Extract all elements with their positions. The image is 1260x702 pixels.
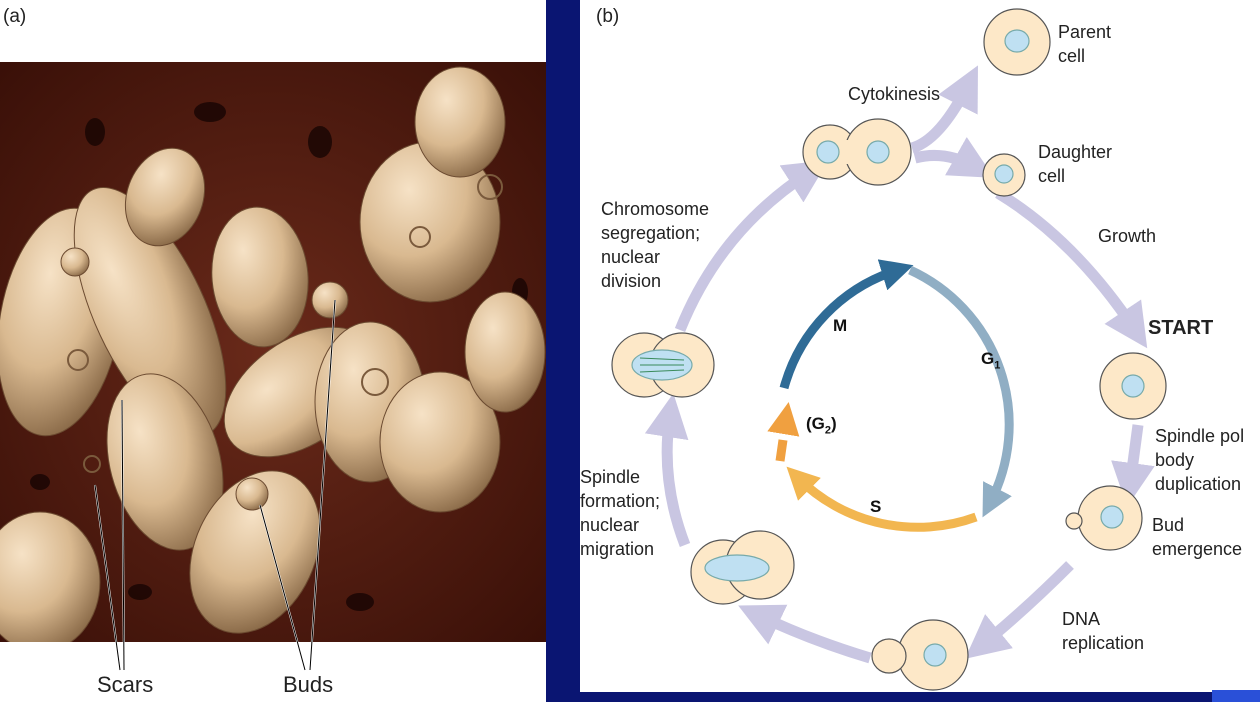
phase-g2-label: (G2): [806, 414, 837, 437]
outer-cycle-arrows: [644, 65, 1155, 664]
daughter-cell-label: Daughter cell: [1038, 142, 1113, 186]
growth-label: Growth: [1098, 226, 1157, 246]
phase-g1-label: G1: [981, 349, 1001, 372]
yeast-micrograph: [0, 62, 546, 642]
scars-label: Scars: [97, 672, 154, 697]
phase-m-label: M: [833, 316, 848, 335]
panel-b-label: (b): [596, 6, 620, 27]
inner-phase-arrows: [767, 259, 1014, 532]
start-label: START: [1148, 317, 1214, 339]
buds-label: Buds: [283, 672, 334, 697]
cytokinesis-label: Cytokinesis: [848, 84, 941, 104]
dna-replication-label: DNA replication: [1062, 609, 1145, 653]
panel-a-label: (a): [3, 6, 27, 27]
panel-b: (b): [580, 0, 1260, 692]
panel-a: (a): [0, 0, 546, 702]
chromosome-segregation-label: Chromosome segregation; nuclear division: [601, 199, 710, 291]
phase-s-label: S: [870, 497, 882, 516]
spindle-pole-label: Spindle pol body duplication: [1155, 426, 1245, 494]
cell-cycle-diagram: [611, 8, 1167, 691]
annotation-lines: [94, 299, 336, 671]
corner-accent: [1212, 690, 1260, 702]
bud-emergence-label: Bud emergence: [1152, 515, 1243, 559]
cells: [611, 8, 1167, 691]
spindle-formation-label: Spindle formation; nuclear migration: [580, 467, 661, 559]
parent-cell-label: Parent cell: [1058, 22, 1112, 66]
